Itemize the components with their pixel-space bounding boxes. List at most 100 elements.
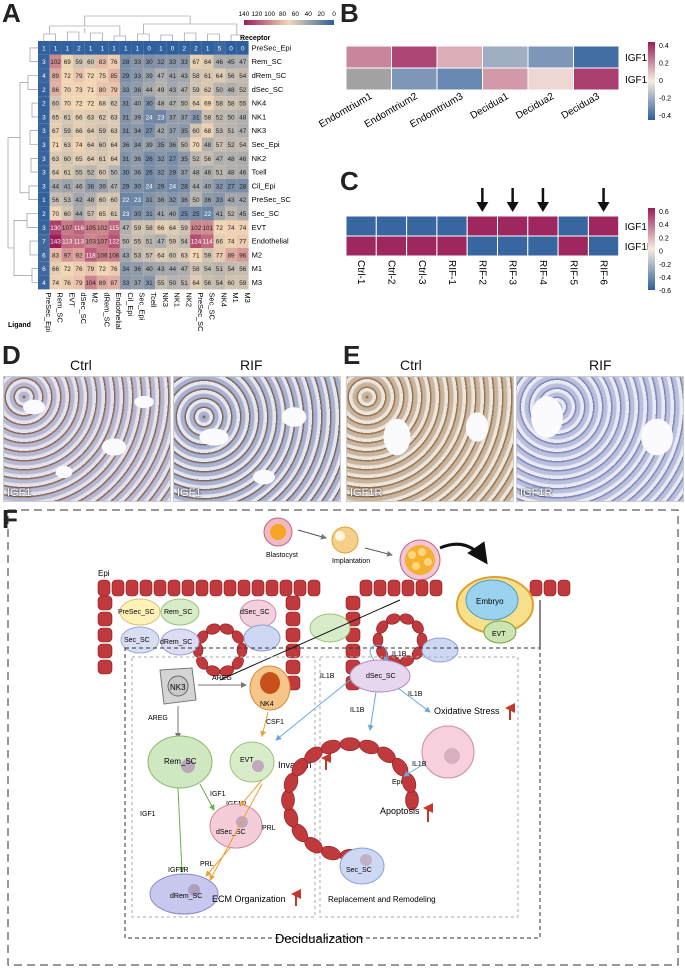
down-arrow-icon bbox=[536, 202, 549, 212]
cell-value: 48 bbox=[192, 170, 200, 177]
cell-value: 58 bbox=[216, 101, 224, 108]
row-label: Rem_SC bbox=[252, 57, 283, 66]
heatmap-cell bbox=[96, 275, 109, 290]
heatmap-cell bbox=[131, 151, 144, 166]
heatmap-cell bbox=[49, 96, 62, 110]
cell-value: 76 bbox=[64, 280, 72, 287]
row-label: PreSec_Epi bbox=[252, 43, 292, 52]
heatmap-cell bbox=[108, 123, 120, 138]
down-arrow-icon bbox=[506, 202, 519, 212]
heatmap-cell bbox=[119, 82, 132, 97]
heatmap-cell bbox=[73, 261, 85, 276]
heatmap-cell bbox=[375, 235, 408, 257]
heatmap-cell bbox=[190, 192, 202, 207]
heatmap-cell bbox=[166, 123, 179, 138]
panel-f-schematic: Blastocyst Implantation Epi PreSec_SC Re… bbox=[7, 509, 679, 966]
cell-value: 71 bbox=[52, 142, 60, 149]
heatmap-cell bbox=[108, 151, 120, 166]
row-label: IGF1R bbox=[625, 75, 654, 86]
cell-value: 33 bbox=[134, 73, 142, 80]
heatmap-cell bbox=[143, 96, 155, 110]
heatmap-cell bbox=[84, 123, 97, 138]
cell-value: 72 bbox=[64, 266, 72, 273]
cell-value: 39 bbox=[134, 114, 142, 121]
heatmap-cell bbox=[190, 248, 202, 262]
heatmap-cell bbox=[190, 261, 202, 276]
cell-value: 24 bbox=[169, 183, 177, 190]
cell-value: 55 bbox=[134, 239, 142, 246]
colorbar-tick: 0.4 bbox=[659, 43, 669, 50]
heatmap-cell bbox=[73, 192, 85, 207]
heatmap-cell bbox=[497, 215, 529, 237]
cell-value: 33 bbox=[122, 87, 130, 94]
epi-label: Epi bbox=[98, 569, 110, 578]
heatmap-cell bbox=[573, 45, 620, 69]
cell-value: 36 bbox=[87, 183, 95, 190]
cell-value: 59 bbox=[64, 128, 72, 135]
heatmap-cell bbox=[213, 179, 226, 193]
cell-value: 43 bbox=[122, 252, 130, 259]
heatmap-cell bbox=[236, 110, 249, 124]
colorbar-tick: 40 bbox=[305, 11, 313, 18]
heatmap-cell bbox=[497, 235, 529, 257]
heatmap-cell bbox=[225, 137, 237, 152]
col-label: NK4 bbox=[219, 292, 228, 307]
cell-value: 32 bbox=[157, 59, 165, 66]
heatmap-cell bbox=[108, 96, 120, 110]
colorbar-tick: 120 bbox=[251, 11, 262, 18]
cell-value: 27 bbox=[227, 183, 235, 190]
cell-value: 61 bbox=[110, 211, 118, 218]
cell-value: 46 bbox=[204, 170, 212, 177]
cell-value: 47 bbox=[239, 59, 247, 66]
heatmap-cell bbox=[131, 220, 144, 235]
right-subframe bbox=[319, 656, 519, 918]
heatmap-cell bbox=[201, 41, 214, 55]
heatmap-cell bbox=[436, 67, 483, 91]
cell-value: 2 bbox=[42, 101, 46, 108]
cell-value: 33 bbox=[122, 280, 130, 287]
col-label: NK2 bbox=[184, 292, 193, 307]
cell-value: 51 bbox=[227, 128, 235, 135]
heatmap-cell bbox=[166, 192, 179, 207]
heatmap-cell bbox=[201, 192, 214, 207]
cell-value: 50 bbox=[110, 170, 118, 177]
cell-value: 65 bbox=[52, 114, 60, 121]
heatmap-cell bbox=[213, 192, 226, 207]
cell-value: 50 bbox=[169, 280, 177, 287]
heatmap-cell bbox=[190, 54, 202, 69]
cell-label: Rem_SC bbox=[164, 609, 192, 616]
heatmap-cell bbox=[225, 110, 237, 124]
heatmap-cell bbox=[406, 215, 438, 237]
epi-right-label: Epi bbox=[392, 779, 403, 786]
cell-value: 48 bbox=[87, 197, 95, 204]
cell-value: 37 bbox=[169, 128, 177, 135]
cell-label: dSec_SC bbox=[240, 609, 270, 616]
decidualization-label: Decidualization bbox=[275, 931, 363, 946]
cell-value: 36 bbox=[122, 142, 130, 149]
heatmap-cell bbox=[345, 235, 377, 257]
cell-value: 106 bbox=[97, 252, 108, 259]
cell-value: 57 bbox=[216, 142, 224, 149]
heatmap-cell bbox=[213, 234, 226, 248]
heatmap-cell bbox=[225, 68, 237, 83]
heatmap-cell bbox=[73, 179, 85, 193]
heatmap-cell bbox=[119, 192, 132, 207]
cell-value: 0 bbox=[147, 45, 151, 52]
heatmap-cell bbox=[190, 82, 202, 97]
col-label: EVT bbox=[67, 292, 76, 307]
cell-value: 56 bbox=[204, 156, 212, 163]
heatmap-cell bbox=[225, 165, 237, 179]
heatmap-cell bbox=[190, 123, 202, 138]
cell-value: 56 bbox=[227, 73, 235, 80]
cell-value: 3 bbox=[42, 142, 46, 149]
cell-value: 3 bbox=[42, 59, 46, 66]
cell-value: 57 bbox=[146, 252, 154, 259]
heatmap-cell bbox=[73, 165, 85, 179]
heatmap-cell bbox=[201, 234, 214, 248]
panel-label-a: A bbox=[2, 0, 21, 28]
cell-value: 1 bbox=[136, 45, 140, 52]
micrograph-d-ctrl: IGF1 bbox=[3, 376, 171, 502]
cell-value: 118 bbox=[86, 252, 97, 259]
cell-value: 46 bbox=[75, 183, 83, 190]
cell-value: 31 bbox=[122, 156, 130, 163]
